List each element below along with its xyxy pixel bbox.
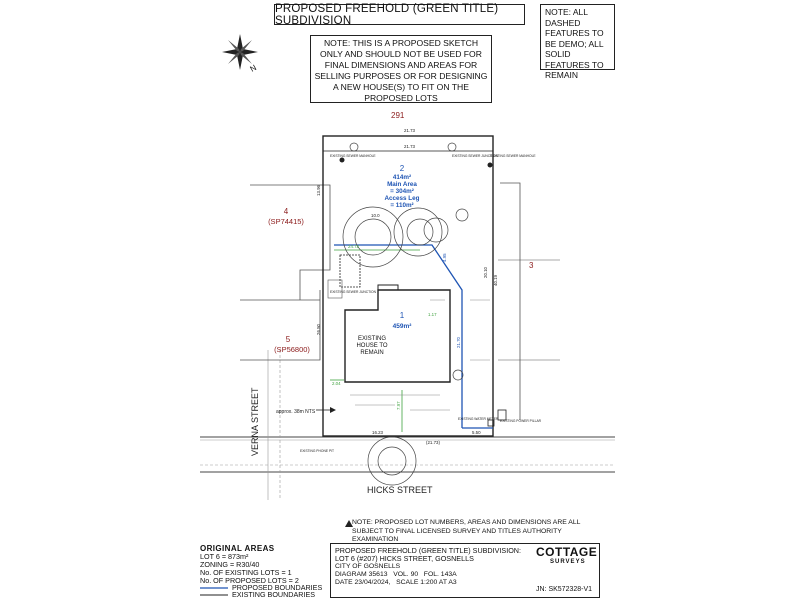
lot-2-main-area: = 304m² bbox=[390, 188, 414, 195]
title-block-line2: LOT 6 (#207) HICKS STREET, GOSNELLS bbox=[335, 554, 474, 563]
lot-4-plan-label: (SP74415) bbox=[268, 217, 304, 226]
dim-left-lower: 26.50 bbox=[316, 323, 321, 335]
features-note-text: NOTE: ALL DASHED FEATURES TO BE DEMO; AL… bbox=[545, 7, 604, 80]
tree-canopies bbox=[342, 142, 469, 486]
existing-house bbox=[344, 289, 451, 383]
original-areas-line: ZONING = R30/40 bbox=[200, 560, 260, 570]
power-pillar-label: EXISTING POWER PILLAR bbox=[500, 419, 542, 423]
original-areas-line: No. OF EXISTING LOTS = 1 bbox=[200, 568, 292, 578]
phone-pit-label: EXISTING PHONE PIT bbox=[300, 449, 334, 453]
house-label-line2: HOUSE TO bbox=[356, 343, 387, 349]
dim-green-3: 7.97 bbox=[396, 401, 401, 410]
features-note: NOTE: ALL DASHED FEATURES TO BE DEMO; AL… bbox=[540, 4, 615, 80]
dim-blue-2: 21.70 bbox=[456, 336, 461, 348]
title-block-date: DATE 23/04/2024, bbox=[335, 579, 391, 586]
survey-disclaimer: NOTE: PROPOSED LOT NUMBERS, AREAS AND DI… bbox=[352, 519, 592, 545]
water-meter-label: EXISTING WATER METER bbox=[458, 417, 499, 421]
lot-6-boundary bbox=[322, 135, 494, 437]
title-block-line3: CITY OF GOSNELLS bbox=[335, 563, 401, 570]
house-label-line1: EXISTING bbox=[358, 336, 386, 342]
lot-2-main-label: Main Area bbox=[387, 181, 417, 188]
original-areas: ORIGINAL AREAS LOT 6 = 873m² ZONING = R3… bbox=[200, 544, 299, 586]
dim-green-2: 2.04 bbox=[332, 381, 341, 386]
job-number: JN: SK572328-V1 bbox=[536, 586, 593, 593]
house-label-line3: REMAIN bbox=[360, 350, 383, 356]
dim-blue-1: 4.95 bbox=[442, 253, 447, 262]
lot-5-label: 5 bbox=[286, 335, 291, 344]
sewer-manhole-right-label: EXISTING SEWER MANHOLE bbox=[490, 154, 536, 158]
original-areas-line: LOT 6 = 873m² bbox=[200, 552, 249, 562]
lot-2-number: 2 bbox=[400, 164, 405, 173]
legend-existing-boundaries: EXISTING BOUNDARIES bbox=[232, 590, 316, 599]
title-block-scale: SCALE 1:200 AT A3 bbox=[396, 579, 457, 586]
sewer-manhole-label: EXISTING SEWER MANHOLE bbox=[330, 154, 376, 158]
sewer-junction-left-label: EXISTING SEWER JUNCTION bbox=[330, 290, 377, 294]
proposed-boundary bbox=[334, 244, 463, 428]
sketch-note: NOTE: THIS IS A PROPOSED SKETCH ONLY AND… bbox=[310, 35, 492, 103]
lot-1-area: 459m² bbox=[393, 323, 413, 330]
company-logo: COTTAGE SURVEYS bbox=[536, 545, 598, 565]
hicks-street-label: HICKS STREET bbox=[367, 485, 433, 495]
logo-secondary: SURVEYS bbox=[550, 559, 586, 565]
dim-green-4: 1.17 bbox=[428, 312, 437, 317]
legend-proposed-boundaries: PROPOSED BOUNDARIES bbox=[232, 583, 323, 592]
title-block-diagram: DIAGRAM 35613 bbox=[335, 571, 388, 578]
verna-street-label: VERNA STREET bbox=[250, 387, 260, 456]
title-block-vol: VOL. 90 bbox=[393, 571, 419, 578]
title-block: PROPOSED FREEHOLD (GREEN TITLE) SUBDIVIS… bbox=[330, 543, 600, 598]
approx-distance-label: approx. 38m NTS bbox=[276, 409, 316, 415]
logo-primary: COTTAGE bbox=[536, 545, 598, 559]
page-title: PROPOSED FREEHOLD (GREEN TITLE) SUBDIVIS… bbox=[274, 2, 525, 27]
dim-access-leg: 5.50 bbox=[472, 430, 481, 435]
lot-2-access-label: Access Leg bbox=[384, 195, 419, 202]
dim-right-lower: 40.19 bbox=[493, 274, 498, 286]
sketch-note-text: NOTE: THIS IS A PROPOSED SKETCH ONLY AND… bbox=[314, 38, 488, 103]
survey-disclaimer-text: NOTE: PROPOSED LOT NUMBERS, AREAS AND DI… bbox=[352, 519, 581, 543]
lot-291-label: 291 bbox=[391, 111, 405, 120]
dim-left-upper: 13.96 bbox=[316, 184, 321, 196]
dim-top-inner: 21.73 bbox=[404, 144, 416, 149]
dim-top: 21.73 bbox=[404, 128, 416, 133]
lot-2-area: 414m² bbox=[393, 174, 411, 181]
compass-rose-icon bbox=[222, 34, 258, 70]
title-block-line1: PROPOSED FREEHOLD (GREEN TITLE) SUBDIVIS… bbox=[335, 546, 521, 555]
lot-3-label: 3 bbox=[529, 261, 534, 270]
dim-bottom: 16.23 bbox=[372, 430, 384, 435]
lot-2-access-area: = 110m² bbox=[390, 202, 413, 209]
dim-right-upper: 20.10 bbox=[483, 266, 488, 278]
north-label: N bbox=[249, 63, 259, 74]
warning-icon bbox=[345, 520, 353, 527]
original-areas-line: No. OF PROPOSED LOTS = 2 bbox=[200, 576, 299, 586]
page-title-text: PROPOSED FREEHOLD (GREEN TITLE) SUBDIVIS… bbox=[275, 2, 499, 27]
dim-bottom-total: (21.73) bbox=[426, 440, 440, 445]
lot-1-number: 1 bbox=[400, 311, 405, 320]
tree-label: 10.0 bbox=[371, 213, 380, 218]
lot-4-label: 4 bbox=[284, 207, 289, 216]
sewer-junction-top-label: EXISTING SEWER JUNCTION bbox=[452, 154, 499, 158]
original-areas-heading: ORIGINAL AREAS bbox=[200, 544, 275, 553]
lot-5-plan-label: (SP56800) bbox=[274, 345, 310, 354]
title-block-fol: FOL. 143A bbox=[423, 571, 457, 578]
dim-green-1: 24.73 bbox=[348, 244, 360, 249]
